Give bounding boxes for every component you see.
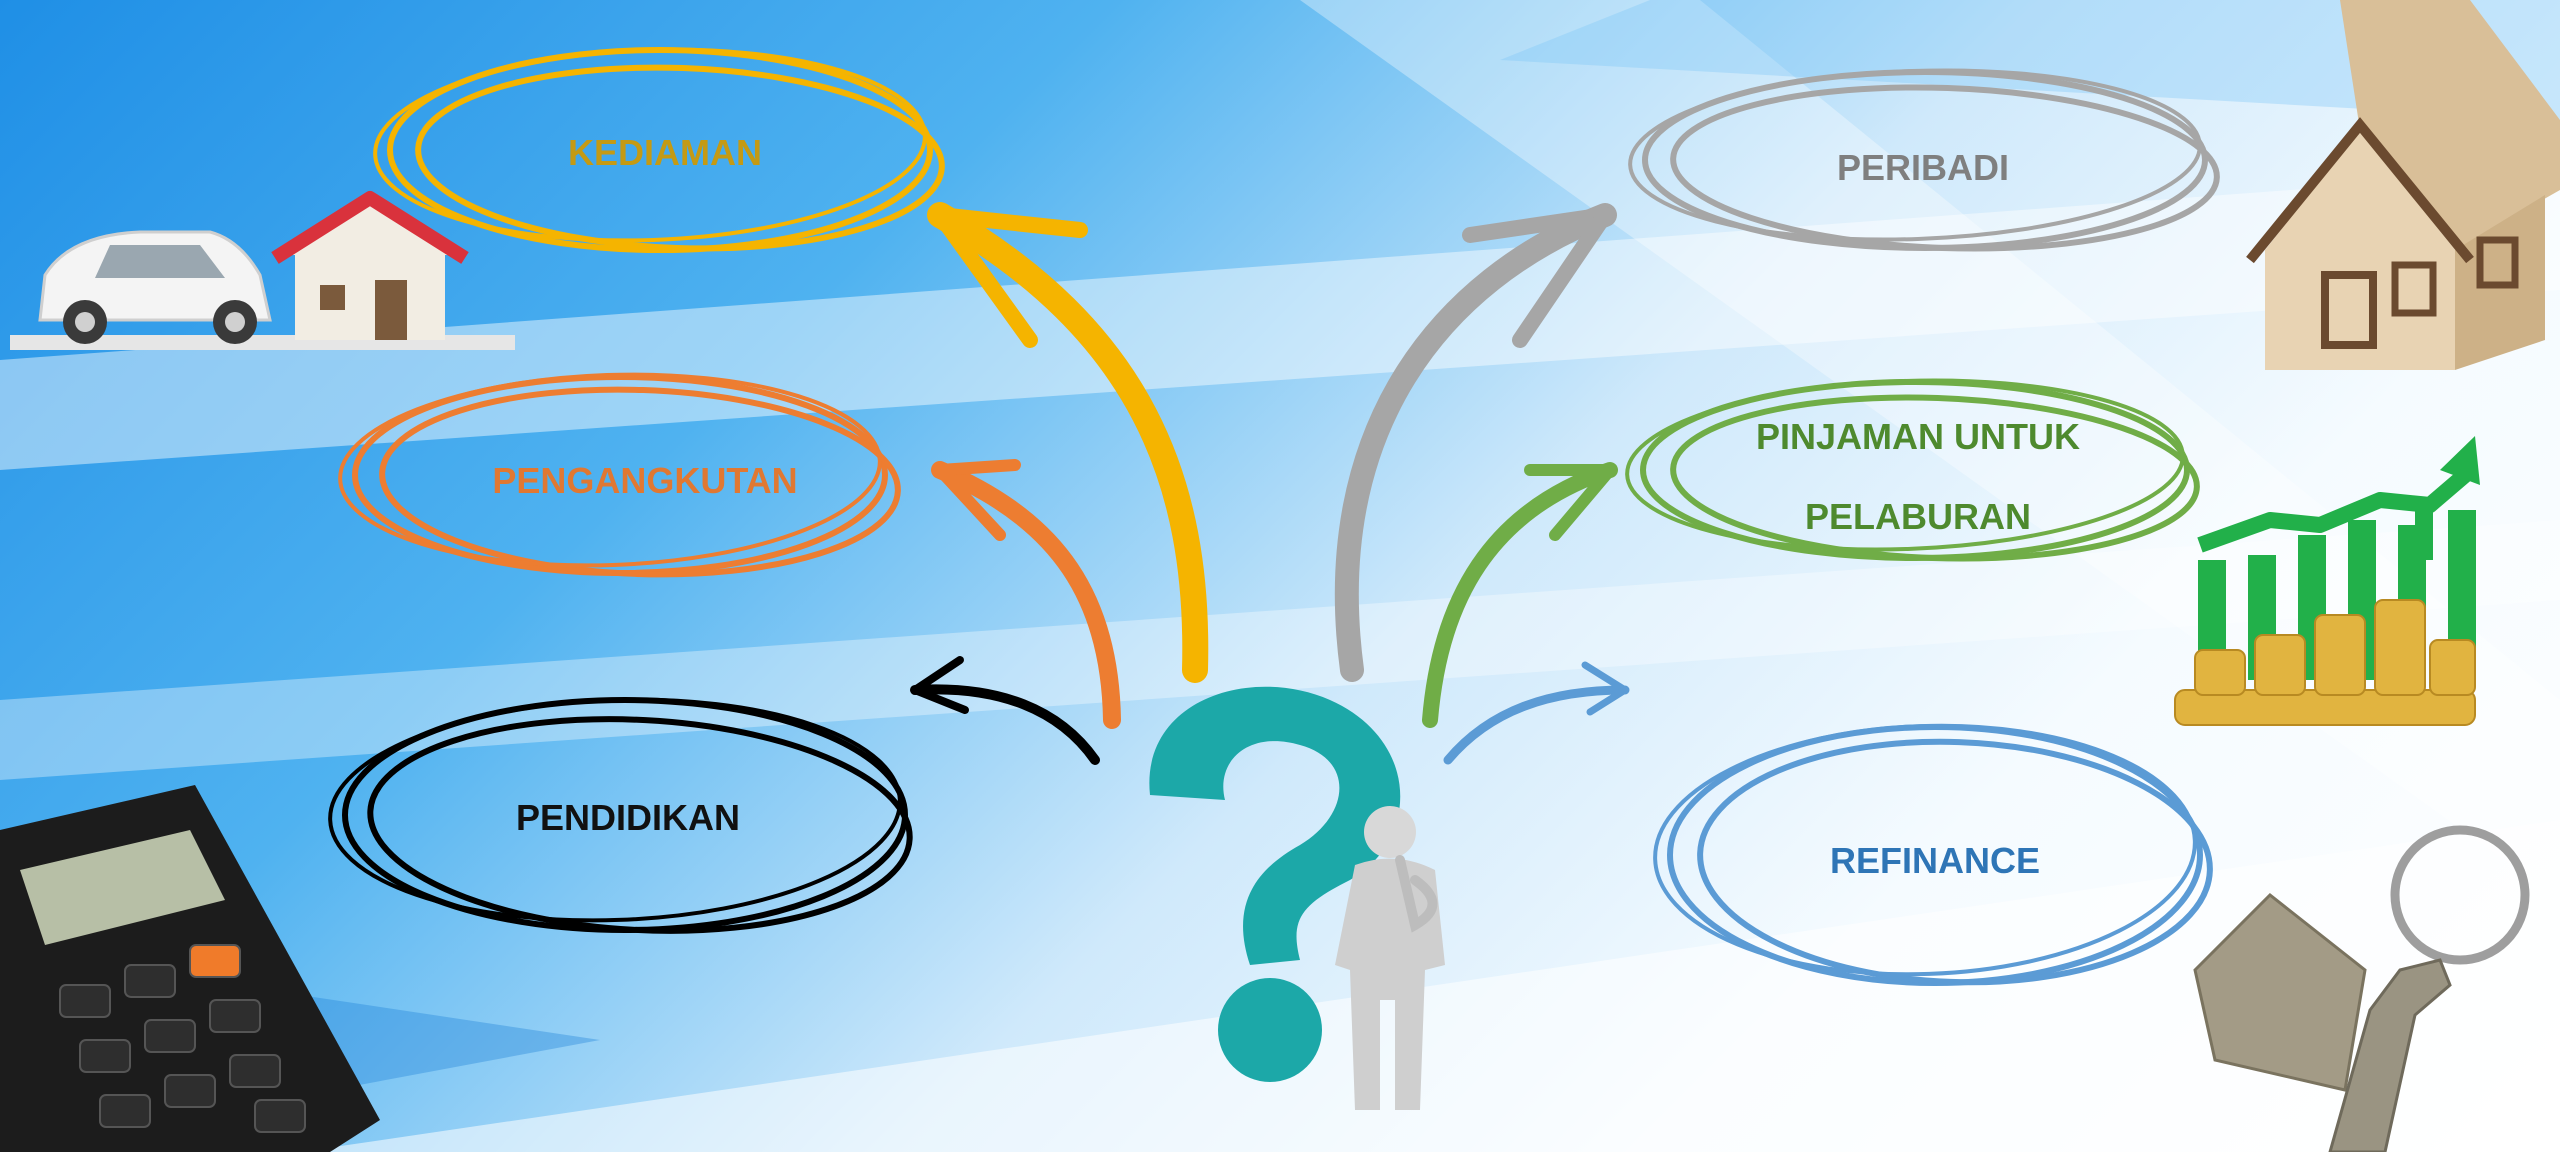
arrow-to-peribadi (1334, 203, 1617, 682)
pengangkutan-label: PENGANGKUTAN (492, 459, 798, 501)
peribadi-label: PERIBADI (1836, 146, 2010, 188)
pinjaman-ellipse (1625, 378, 2200, 562)
peribadi-ellipse (1628, 68, 2220, 252)
car-and-house-icon (10, 191, 515, 350)
kediaman-label: KEDIAMAN (568, 131, 762, 173)
kediaman-ellipse (373, 47, 945, 253)
pendidikan-label: PENDIDIKAN (515, 796, 741, 838)
arrow-to-pendidikan (910, 656, 1100, 765)
growth-chart-coins-icon (2174, 436, 2480, 726)
question-mark-thinking-person-icon (1149, 686, 1445, 1110)
arrow-to-kediaman (927, 202, 1209, 683)
calculator-icon (0, 785, 380, 1152)
refinance-ellipse (1653, 723, 2213, 986)
pengangkutan-ellipse (338, 372, 901, 578)
house-keychain-icon (2193, 825, 2530, 1152)
pinjaman-label-line2: PELABURAN (1804, 495, 2032, 537)
wooden-house-icon (2246, 0, 2560, 370)
pendidikan-ellipse (328, 697, 913, 934)
arrow-to-pengangkutan (931, 459, 1121, 729)
arrow-to-pinjaman (1422, 462, 1618, 728)
pinjaman-label-line1: PINJAMAN UNTUK (1756, 415, 2080, 457)
arrow-to-refinance (1443, 661, 1630, 765)
refinance-label: REFINANCE (1829, 839, 2041, 881)
